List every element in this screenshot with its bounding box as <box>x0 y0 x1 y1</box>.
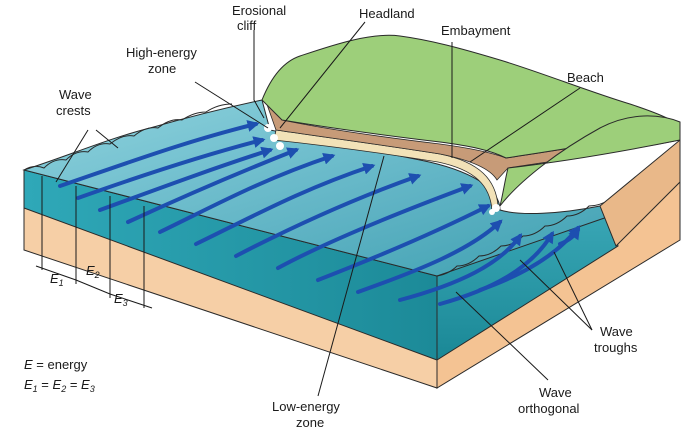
label-wave-troughs-line2: troughs <box>594 340 638 355</box>
legend-line-1: E = energy <box>24 357 88 372</box>
label-wave-crests-line2: crests <box>56 103 91 118</box>
wave-orthogonal-arrow <box>276 183 474 270</box>
label-wave-orthogonal-line1: Wave <box>539 385 572 400</box>
wave-orthogonal-arrow <box>76 136 266 200</box>
label-high-energy-line2: zone <box>148 61 176 76</box>
label-low-energy-line2: zone <box>296 415 324 430</box>
energy-marker-e1: E1 <box>50 271 64 288</box>
land-top-east <box>499 115 681 207</box>
energy-legend: E = energy E1 = E2 = E3 <box>24 357 95 394</box>
wave-trough-edge <box>436 199 610 277</box>
wave-orthogonal-arrow <box>558 227 580 246</box>
label-high-energy-line1: High-energy <box>126 45 197 60</box>
wave-orthogonal-arrow <box>126 147 300 224</box>
wave-orthogonal-arrow <box>58 120 260 188</box>
label-erosional-cliff-line2: cliff <box>237 18 257 33</box>
label-beach: Beach <box>567 70 604 85</box>
label-wave-crests-line1: Wave <box>59 87 92 102</box>
land-top <box>261 34 681 159</box>
label-erosional-cliff-line1: Erosional <box>232 3 286 18</box>
label-embayment: Embayment <box>441 23 511 38</box>
wave-orthogonal-arrow <box>234 173 422 258</box>
wave-orthogonal-arrow <box>398 233 523 302</box>
label-wave-troughs-line1: Wave <box>600 324 633 339</box>
wave-orthogonals <box>58 120 581 306</box>
wave-orthogonal-arrow <box>316 204 492 282</box>
label-wave-orthogonal-line2: orthogonal <box>518 401 580 416</box>
wave-crest-edge <box>23 103 233 171</box>
legend-line-2: E1 = E2 = E3 <box>24 377 95 394</box>
land-side <box>599 138 681 247</box>
energy-marker-e3: E3 <box>114 291 128 308</box>
wave-orthogonal-arrow <box>98 146 274 212</box>
label-leaders <box>55 21 593 397</box>
surf-foam <box>264 124 500 215</box>
label-headland: Headland <box>359 6 415 21</box>
label-low-energy-line1: Low-energy <box>272 399 340 414</box>
wave-orthogonal-arrow <box>158 152 336 234</box>
wave-orthogonal-arrow <box>194 162 376 246</box>
wave-orthogonal-arrow <box>356 219 503 294</box>
wave-orthogonal-arrow <box>438 230 554 306</box>
energy-ticks <box>35 176 153 309</box>
